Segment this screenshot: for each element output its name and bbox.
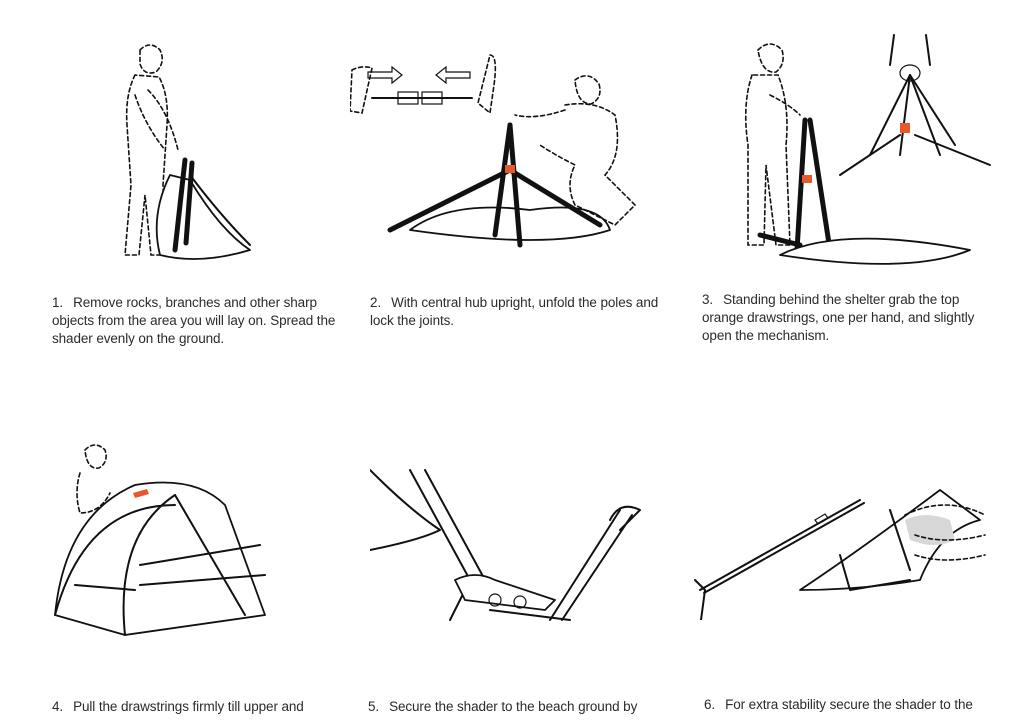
- step-2-caption: 2.With central hub upright, unfold the p…: [370, 294, 660, 330]
- step-4-illustration: [54, 444, 266, 636]
- step-5-illustration: [370, 469, 641, 621]
- step-1-illustration: [124, 44, 251, 260]
- step-6-caption: 6. For extra stability secure the shader …: [704, 696, 994, 714]
- step-3-number: 3.: [702, 292, 714, 307]
- step-4-text: Pull the drawstrings firmly till upper a…: [73, 699, 304, 714]
- step-5-number: 5.: [368, 699, 380, 714]
- step-1-text: Remove rocks, branches and other sharp o…: [52, 295, 336, 346]
- step-6-number: 6.: [704, 697, 716, 712]
- step-2-illustration: [350, 54, 637, 248]
- step-5-caption: 5. Secure the shader to the beach ground …: [368, 698, 658, 716]
- step-3-caption: 3.Standing behind the shelter grab the t…: [702, 291, 992, 345]
- step-4-caption: 4. Pull the drawstrings firmly till upper…: [52, 698, 342, 716]
- step-1-number: 1.: [52, 295, 64, 310]
- step-2-number: 2.: [370, 295, 382, 310]
- step-3-text: Standing behind the shelter grab the top…: [702, 292, 975, 343]
- step-2-text: With central hub upright, unfold the pol…: [370, 295, 659, 328]
- step-1-caption: 1.Remove rocks, branches and other sharp…: [52, 294, 342, 348]
- step-3-illustration: [744, 34, 991, 265]
- step-5-text: Secure the shader to the beach ground by: [389, 699, 638, 714]
- step-4-number: 4.: [52, 699, 64, 714]
- step-6-text: For extra stability secure the shader to…: [725, 697, 973, 712]
- step-6-illustration: [694, 489, 986, 620]
